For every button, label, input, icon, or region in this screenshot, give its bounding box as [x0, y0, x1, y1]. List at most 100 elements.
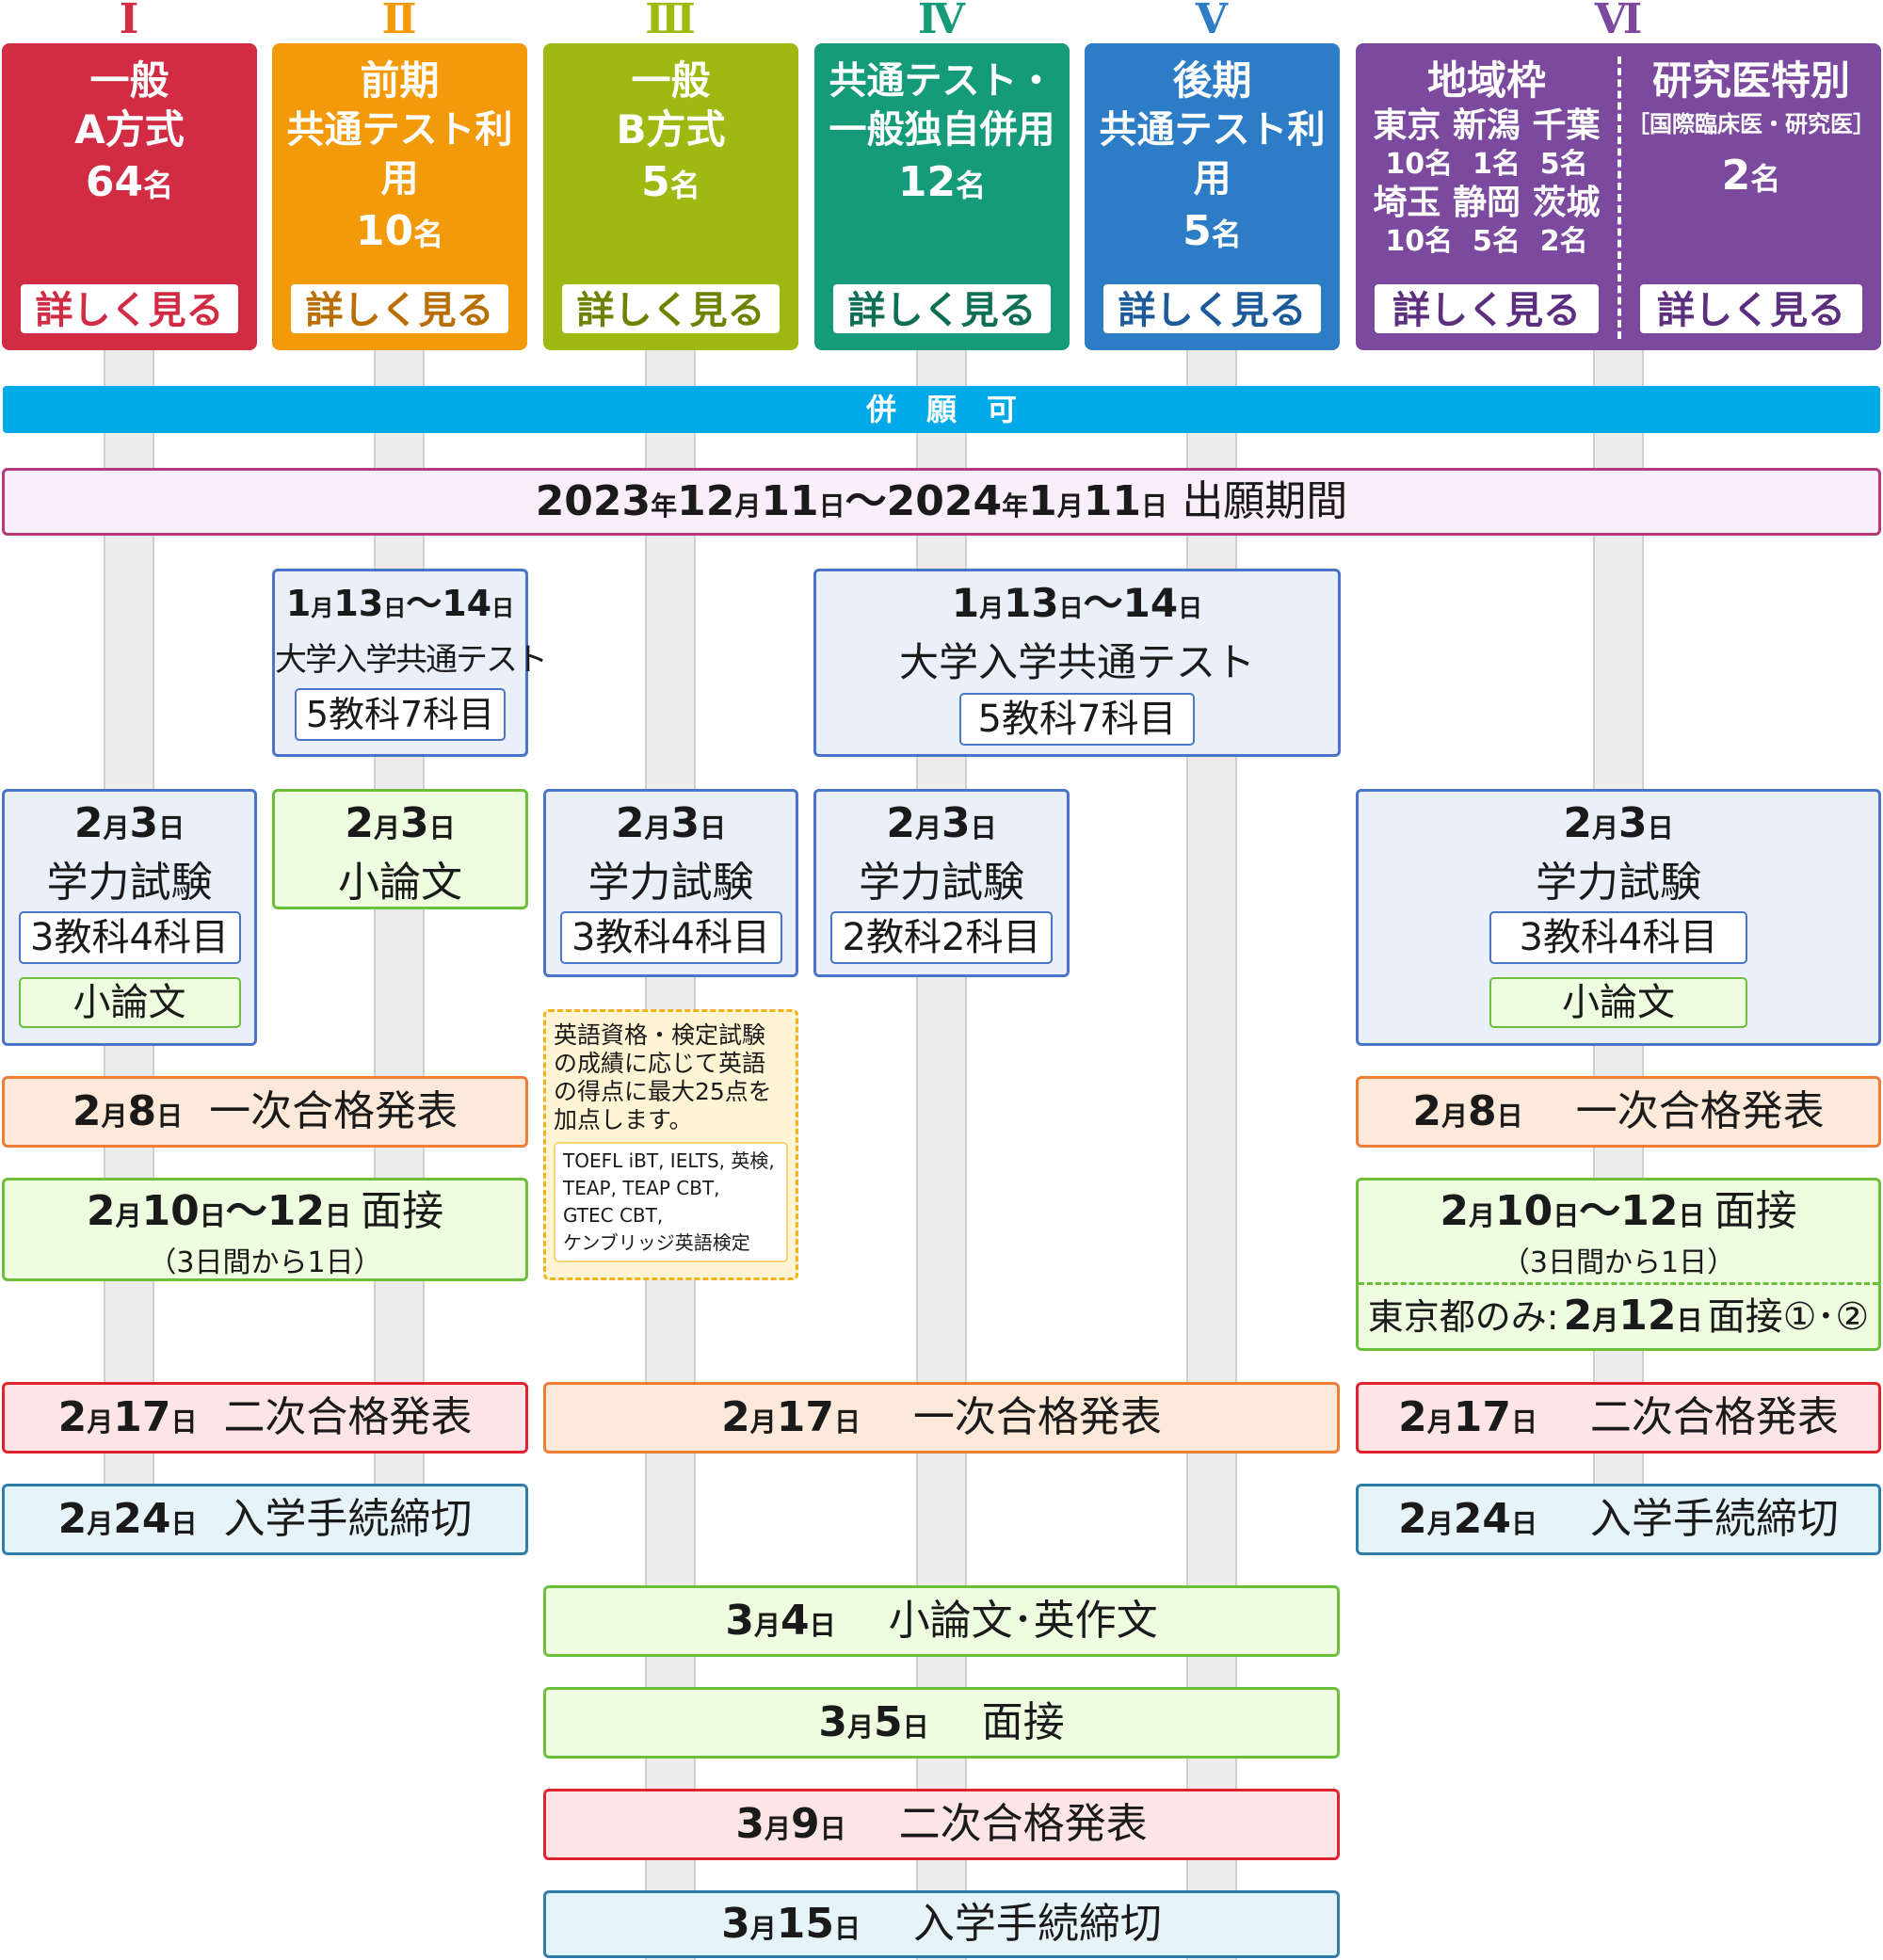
- header-card-6: 地域枠 東京 新潟 千葉 10名 1名 5名 埼玉 静岡 茨城 10名 5名 2…: [1356, 43, 1881, 350]
- exam-box-col2: 2月3日 小論文: [272, 789, 528, 909]
- exam-box-col4: 2月3日 学力試験 2教科2科目: [813, 789, 1070, 977]
- header-line1: 共通テスト・: [829, 59, 1055, 103]
- details-button-6a[interactable]: 詳しく見る: [1373, 282, 1601, 335]
- english-test-item: TEAP, TEAP CBT,: [563, 1177, 720, 1199]
- exam-box-col3: 2月3日 学力試験 3教科4科目: [543, 789, 798, 977]
- header-count: 5名: [1183, 207, 1242, 255]
- header-card-2: 前期 共通テスト利用 10名 詳しく見る: [272, 43, 527, 350]
- details-button-4[interactable]: 詳しく見る: [831, 282, 1053, 335]
- exam-date: 2月3日: [886, 799, 997, 847]
- interview-note: （3日間から1日）: [148, 1246, 382, 1279]
- interview-box-left: 2月10日〜12日 面接 （3日間から1日）: [2, 1178, 528, 1281]
- concurrent-application-bar: 併 願 可: [3, 386, 1880, 433]
- exam-date: 2月3日: [73, 799, 185, 847]
- exam-box-col6: 2月3日 学力試験 3教科4科目 小論文: [1356, 789, 1881, 1046]
- common-test-title: 大学入学共通テスト: [898, 639, 1255, 685]
- exam-subjects: 2教科2科目: [830, 911, 1053, 964]
- exam-title: 学力試験: [46, 859, 213, 907]
- common-test-box-col2: 1月13日〜14日 大学入学共通テスト 5教科7科目: [272, 569, 548, 757]
- english-cert-text: 英語資格・検定試験の成績に応じて英語の得点に最大25点を加点します。: [554, 1021, 772, 1133]
- regional-row1-names: 東京 新潟 千葉: [1373, 106, 1601, 145]
- exam-title: 小論文: [338, 859, 462, 907]
- timeline-rail-2: [374, 339, 425, 1553]
- exam-title: 学力試験: [587, 859, 754, 907]
- enrollment-deadline-left: 2月24日 入学手続締切: [2, 1484, 528, 1555]
- header-count: 12名: [897, 158, 987, 206]
- header-line2: A方式: [74, 106, 185, 153]
- header-line2: 共通テスト利用: [286, 108, 513, 201]
- english-test-item: ケンブリッジ英語検定: [563, 1231, 750, 1254]
- march-second-pass: 3月9日 二次合格発表: [543, 1789, 1340, 1860]
- column-numeral-1: Ⅰ: [119, 0, 139, 43]
- header-card-1: 一般 A方式 64名 詳しく見る: [2, 43, 257, 350]
- exam-subjects: 3教科4科目: [559, 911, 782, 964]
- march-enrollment-deadline: 3月15日 入学手続締切: [543, 1890, 1340, 1958]
- interview-divider: [1359, 1282, 1878, 1285]
- enrollment-deadline-right: 2月24日 入学手続締切: [1356, 1484, 1881, 1555]
- header-line2: 一般独自併用: [829, 108, 1055, 152]
- tokyo-interview: 東京都のみ: 2月12日 面接①･②: [1367, 1292, 1870, 1340]
- interview-box-right: 2月10日〜12日 面接 （3日間から1日） 東京都のみ: 2月12日 面接①･…: [1356, 1178, 1881, 1351]
- research-count: 2名: [1721, 152, 1781, 200]
- exam-date: 2月3日: [345, 799, 456, 847]
- column-numeral-3: Ⅲ: [645, 0, 696, 43]
- exam-essay: 小論文: [1489, 977, 1747, 1028]
- column-numeral-6: Ⅵ: [1594, 0, 1643, 43]
- details-button-3[interactable]: 詳しく見る: [560, 282, 781, 335]
- header-line1: 一般: [89, 57, 169, 104]
- common-test-date: 1月13日〜14日: [285, 583, 515, 624]
- application-period-bar: 2023年12月11日〜2024年1月11日 出願期間: [2, 468, 1881, 536]
- first-pass-announcement-mid: 2月17日 一次合格発表: [543, 1382, 1340, 1454]
- common-test-title: 大学入学共通テスト: [275, 641, 548, 679]
- regional-title: 地域枠: [1426, 57, 1546, 104]
- exam-title: 学力試験: [859, 859, 1024, 907]
- interview-note: （3日間から1日）: [1501, 1246, 1736, 1279]
- english-cert-tests: TOEFL iBT, IELTS, 英検, TEAP, TEAP CBT, GT…: [554, 1142, 788, 1262]
- header-count: 64名: [85, 158, 174, 206]
- header-count: 10名: [355, 207, 444, 255]
- interview-date: 2月10日〜12日 面接: [1440, 1187, 1797, 1235]
- regional-row2-names: 埼玉 静岡 茨城: [1373, 184, 1601, 222]
- header-line2: B方式: [616, 106, 726, 153]
- header-line1: 前期: [360, 57, 440, 104]
- common-test-subjects: 5教科7科目: [958, 693, 1196, 746]
- column-numeral-5: Ⅴ: [1195, 0, 1229, 43]
- details-button-6b[interactable]: 詳しく見る: [1638, 282, 1864, 335]
- exam-date: 2月3日: [615, 799, 727, 847]
- header-count: 5名: [641, 158, 700, 206]
- header-line1: 後期: [1172, 57, 1252, 104]
- header-line1: 一般: [631, 57, 711, 104]
- english-test-item: TOEFL iBT, IELTS, 英検,: [563, 1149, 775, 1172]
- exam-subjects: 3教科4科目: [18, 911, 241, 964]
- column-numeral-4: Ⅳ: [918, 0, 965, 43]
- column-divider: [1617, 56, 1621, 339]
- exam-subjects: 3教科4科目: [1489, 911, 1747, 964]
- research-title: 研究医特別: [1651, 57, 1850, 104]
- header-line2: 共通テスト利用: [1099, 108, 1326, 201]
- second-pass-announcement-right: 2月17日 二次合格発表: [1356, 1382, 1881, 1454]
- exam-date: 2月3日: [1563, 799, 1674, 847]
- march-essay-english: 3月4日 小論文･英作文: [543, 1585, 1340, 1657]
- header-card-5: 後期 共通テスト利用 5名 詳しく見る: [1085, 43, 1340, 350]
- common-test-box-col4-5: 1月13日〜14日 大学入学共通テスト 5教科7科目: [813, 569, 1341, 757]
- details-button-2[interactable]: 詳しく見る: [289, 282, 510, 335]
- exam-essay: 小論文: [18, 977, 241, 1028]
- exam-box-col1: 2月3日 学力試験 3教科4科目 小論文: [2, 789, 257, 1046]
- regional-row1-counts: 10名 1名 5名: [1385, 148, 1588, 181]
- common-test-subjects: 5教科7科目: [294, 688, 507, 741]
- column-numeral-2: Ⅱ: [381, 0, 417, 43]
- details-button-5[interactable]: 詳しく見る: [1102, 282, 1323, 335]
- common-test-date: 1月13日〜14日: [951, 580, 1203, 626]
- english-test-item: GTEC CBT,: [563, 1204, 664, 1227]
- second-pass-announcement-left: 2月17日 二次合格発表: [2, 1382, 528, 1454]
- application-period-label: 出願期間: [1182, 477, 1348, 525]
- header-card-4: 共通テスト・ 一般独自併用 12名 詳しく見る: [814, 43, 1070, 350]
- march-interview: 3月5日 面接: [543, 1687, 1340, 1759]
- interview-date: 2月10日〜12日 面接: [86, 1187, 444, 1235]
- regional-quota-section: 地域枠 東京 新潟 千葉 10名 1名 5名 埼玉 静岡 茨城 10名 5名 2…: [1356, 43, 1617, 350]
- research-subtitle: ［国際臨床医・研究医］: [1627, 111, 1875, 137]
- english-cert-note: 英語資格・検定試験の成績に応じて英語の得点に最大25点を加点します。 TOEFL…: [543, 1009, 798, 1280]
- details-button-1[interactable]: 詳しく見る: [19, 282, 240, 335]
- first-pass-announcement-left: 2月8日 一次合格発表: [2, 1076, 528, 1148]
- research-special-section: 研究医特別 ［国際臨床医・研究医］ 2名 詳しく見る: [1621, 43, 1881, 350]
